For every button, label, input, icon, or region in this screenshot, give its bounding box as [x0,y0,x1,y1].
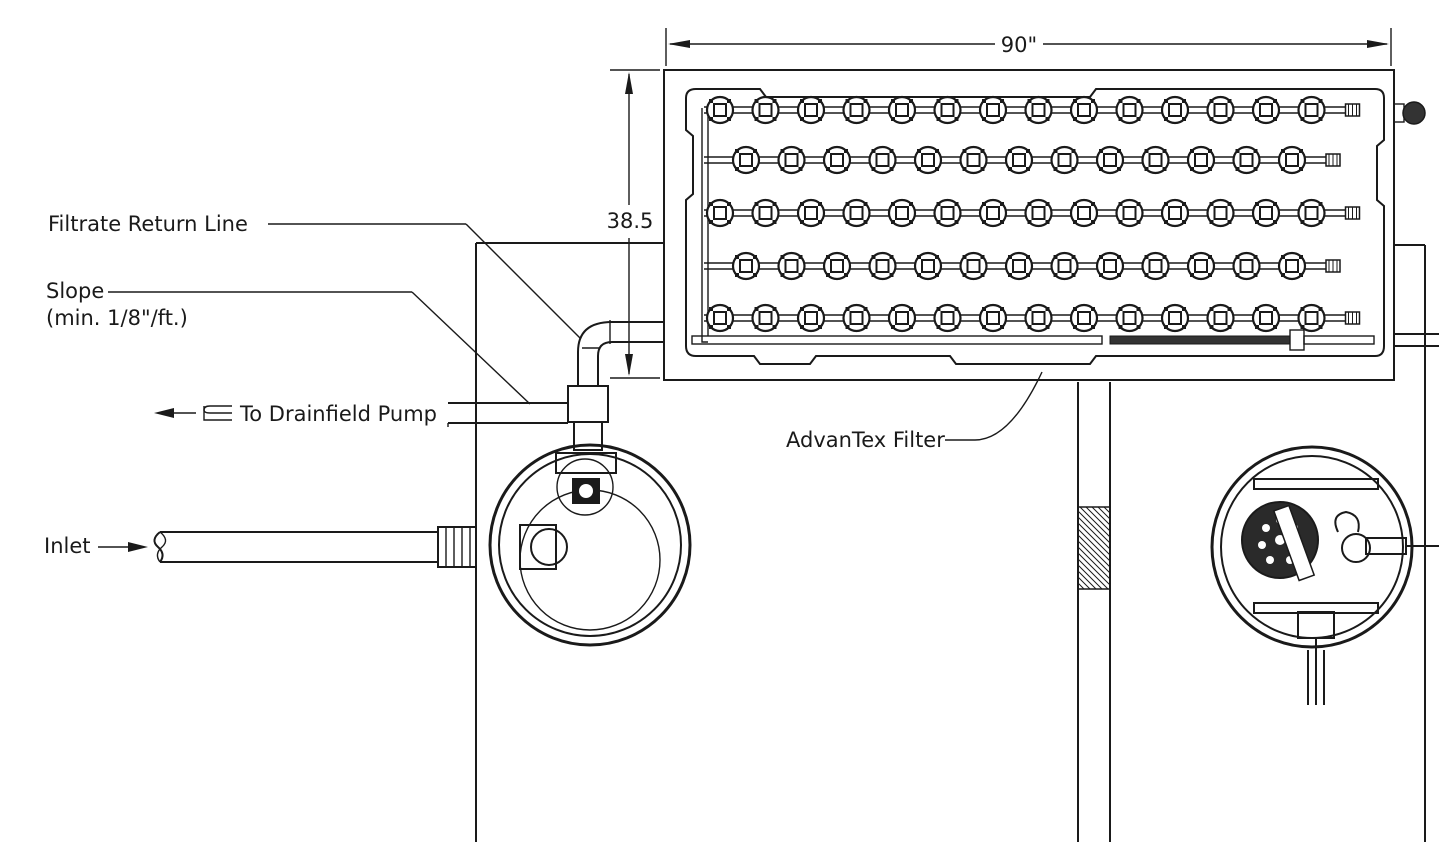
inlet-label: Inlet [44,534,91,558]
slope-label: Slope [46,279,104,303]
width-dimension [665,28,1392,66]
filter-lateral [704,95,1361,125]
filter-lateral [704,198,1361,228]
filter-lateral [704,145,1341,175]
advantex-filter-label: AdvanTex Filter [786,428,945,452]
filter-lateral [704,251,1341,281]
processing-tank-riser [153,443,692,647]
slope-min-label: (min. 1/8"/ft.) [46,306,188,330]
baffle-hatch [1077,506,1111,590]
filtrate-return-pipe [448,320,664,451]
width-dimension-label: 90" [1001,33,1037,57]
filter-lateral [704,303,1361,333]
filtrate-return-line-label: Filtrate Return Line [48,212,248,236]
pump-riser [1210,445,1439,705]
advantex-filter-pod [663,69,1439,381]
height-dimension-label: 38.5 [607,209,654,233]
to-drainfield-pump-label: To Drainfield Pump [239,402,437,426]
height-dimension [610,69,660,379]
filter-lateral-rows [704,95,1361,333]
leader-lines [98,223,1043,552]
